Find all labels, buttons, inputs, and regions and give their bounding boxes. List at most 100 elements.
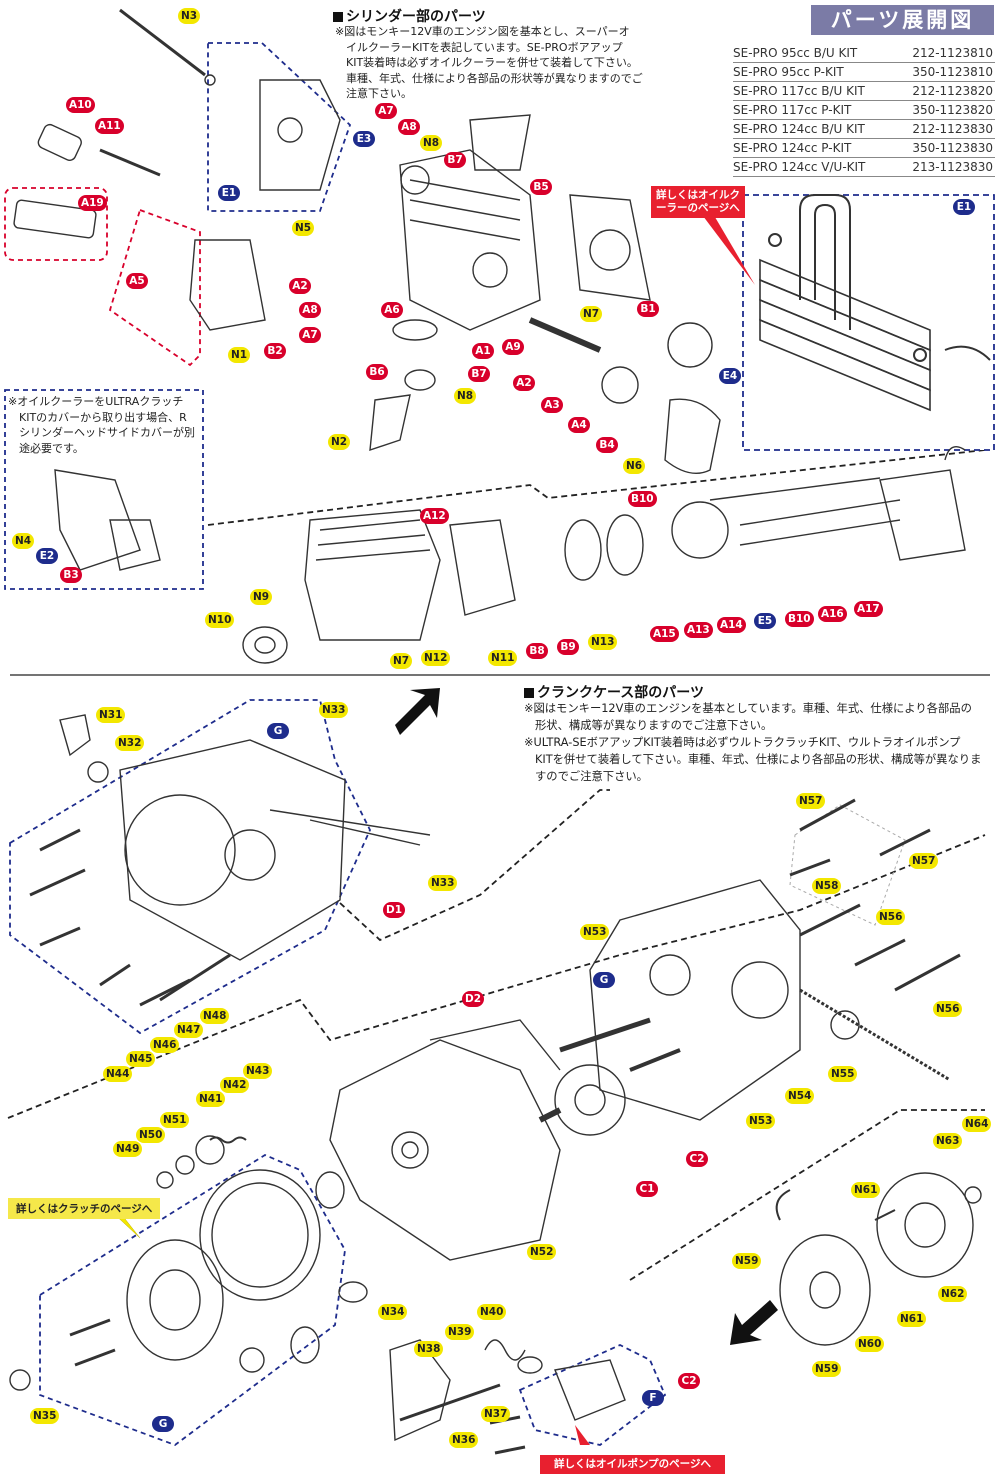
part-label: A1 — [472, 343, 494, 359]
cam-cover — [664, 398, 721, 474]
part-label: N41 — [196, 1091, 226, 1107]
part-label: A19 — [78, 195, 107, 211]
crankshaft — [554, 1064, 626, 1136]
oil-cooler-page-link[interactable]: 詳しくはオイルク ーラーのページへ — [651, 186, 745, 218]
piston — [671, 501, 729, 559]
crankcase-section-title: クランクケース部のパーツ — [524, 682, 704, 702]
oil-cooler-pointer — [700, 212, 755, 285]
group-f — [518, 1344, 667, 1446]
part-label: A17 — [854, 601, 883, 617]
part-label: N11 — [488, 650, 518, 666]
part-label: B3 — [60, 567, 82, 583]
part-label: G — [267, 723, 289, 739]
part-label: N54 — [785, 1088, 815, 1104]
left-crankcase — [329, 1039, 561, 1261]
part-label: A4 — [568, 417, 590, 433]
part-label: N3 — [178, 8, 201, 24]
flywheel — [876, 1172, 974, 1278]
kit-code: 350-1123830 — [912, 141, 993, 155]
part-label: B4 — [596, 437, 618, 453]
cylinder-head — [399, 149, 541, 331]
part-label: N37 — [481, 1406, 511, 1422]
part-label: A12 — [420, 508, 449, 524]
kit-code: 212-1123820 — [912, 84, 993, 98]
part-label: E1 — [218, 185, 240, 201]
part-label: N46 — [150, 1037, 180, 1053]
part-label: N32 — [115, 735, 145, 751]
part-label: B5 — [530, 179, 552, 195]
part-label: N62 — [938, 1286, 968, 1302]
part-label: N55 — [828, 1066, 858, 1082]
note-line: KIT装着時は必ずオイルクーラーを併せて装着して下さい。 — [346, 56, 638, 69]
clutch-page-link[interactable]: 詳しくはクラッチのページへ — [8, 1198, 161, 1219]
kit-code: 213-1123830 — [912, 160, 993, 174]
part-label: N13 — [588, 634, 618, 650]
side-cover — [54, 469, 141, 571]
part-label: N7 — [580, 306, 603, 322]
part-label: N2 — [328, 434, 351, 450]
part-label: N7 — [390, 653, 413, 669]
part-label: N6 — [623, 458, 646, 474]
base-gasket — [449, 519, 516, 616]
part-label: N44 — [103, 1066, 133, 1082]
part-label: N42 — [220, 1077, 250, 1093]
callout-line: ーラーのページへ — [656, 202, 740, 214]
part-label: N61 — [851, 1182, 881, 1198]
part-label: N47 — [174, 1022, 204, 1038]
part-label: N33 — [319, 702, 349, 718]
part-label: N58 — [812, 878, 842, 894]
part-label: N40 — [477, 1304, 507, 1320]
part-label: G — [152, 1416, 174, 1432]
part-label: E1 — [953, 199, 975, 215]
cylinder-block — [304, 509, 441, 641]
part-label: N4 — [12, 533, 35, 549]
part-label: N38 — [414, 1341, 444, 1357]
cylinder-note: ※図はモンキー12V車のエンジン図を基本とし、スーパーオ イルクーラーKITを表… — [335, 24, 643, 102]
kit-row: SE-PRO 124cc V/U-KIT 213-1123830 — [733, 158, 995, 177]
oil-pump-page-link[interactable]: 詳しくはオイルポンプのページへ — [540, 1455, 725, 1474]
part-label: B2 — [264, 343, 286, 359]
part-label: A9 — [502, 339, 524, 355]
part-label: N36 — [449, 1432, 479, 1448]
part-label: A2 — [289, 278, 311, 294]
part-label: E2 — [36, 548, 58, 564]
callout-line: 詳しくはオイルク — [656, 189, 740, 201]
note-line: 車種、年式、仕様により各部品の形状等が異なりますのでご — [346, 71, 643, 85]
kit-name: SE-PRO 124cc V/U-KIT — [733, 160, 866, 174]
direction-arrows — [395, 688, 778, 1345]
group-e2 — [4, 389, 204, 590]
rocker-cover — [189, 239, 266, 331]
part-label: A15 — [650, 626, 679, 642]
note-line: ※オイルクーラーをULTRAクラッチ — [8, 395, 184, 408]
part-label: A14 — [717, 617, 746, 633]
part-label: N59 — [732, 1253, 762, 1269]
part-label: N33 — [428, 875, 458, 891]
note-line: ※ULTRA-SEボアアップKIT装着時は必ずウルトラクラッチKIT、ウルトラオ… — [524, 736, 961, 749]
kit-name: SE-PRO 117cc B/U KIT — [733, 84, 865, 98]
cut-line-cylinder — [207, 449, 986, 526]
part-label: N53 — [746, 1113, 776, 1129]
part-label: B7 — [468, 366, 490, 382]
part-label: A7 — [375, 103, 397, 119]
part-label: A11 — [95, 118, 124, 134]
parts-diagram-banner: パーツ展開図 — [811, 5, 994, 35]
part-label: B9 — [557, 639, 579, 655]
note-line: ※図はモンキー12V車のエンジン図を基本とし、スーパーオ — [335, 25, 630, 38]
part-label: A8 — [299, 302, 321, 318]
part-label: B10 — [785, 611, 814, 627]
part-label: B1 — [637, 301, 659, 317]
note-line: イルクーラーKITを表記しています。SE-PROボアアップ — [346, 40, 623, 54]
part-label: B10 — [628, 491, 657, 507]
part-label: A6 — [381, 302, 403, 318]
right-crankcase — [589, 879, 801, 1121]
cut-line-crank — [7, 834, 986, 1119]
part-label: A3 — [541, 397, 563, 413]
kit-code: 350-1123810 — [912, 65, 993, 79]
part-label: N56 — [876, 909, 906, 925]
part-label: N5 — [292, 220, 315, 236]
